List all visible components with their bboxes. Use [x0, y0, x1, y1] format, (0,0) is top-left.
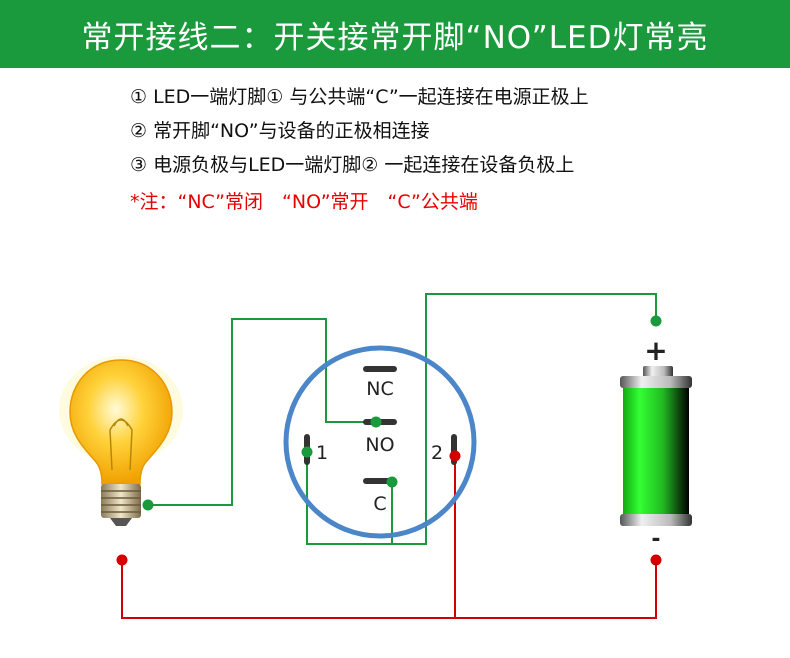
instruction-3: ③ 电源负极与LED一端灯脚② 一起连接在设备负极上 [130, 154, 575, 176]
instruction-list: ① LED一端灯脚① 与公共端“C”一起连接在电源正极上 ② 常开脚“NO”与设… [130, 80, 589, 220]
battery-plus-label: + [644, 334, 667, 367]
wire-negative-loop [121, 560, 657, 619]
bulb-tip [110, 518, 132, 526]
dot-battery-positive [650, 315, 662, 327]
note-text: *注：“NC”常闭 “NO”常开 “C”公共端 [130, 191, 478, 213]
wire-c-to-positive [391, 293, 657, 545]
battery-minus-label: - [651, 527, 660, 552]
bulb-base [101, 484, 141, 518]
pin1-label: 1 [316, 442, 328, 464]
switch: NC NO C 1 2 [283, 345, 477, 539]
instruction-1: ① LED一端灯脚① 与公共端“C”一起连接在电源正极上 [130, 86, 589, 108]
red-wires [121, 456, 657, 619]
nc-label: NC [366, 378, 393, 400]
pin2-label: 2 [431, 442, 443, 464]
battery-top-band [620, 376, 692, 388]
c-label: C [373, 493, 386, 515]
wire-bulb-to-no [148, 318, 376, 506]
switch-ring [283, 345, 477, 539]
dot-no [370, 416, 382, 428]
green-wires [148, 293, 657, 545]
dot-c [386, 476, 398, 488]
wire-pin1-loop [306, 452, 392, 545]
battery-body [623, 388, 689, 514]
light-bulb [59, 356, 183, 526]
dot-bulb-negative [116, 554, 128, 566]
dot-pin1 [301, 446, 313, 458]
battery-bottom-band [620, 514, 692, 526]
connection-dots [116, 315, 662, 566]
instruction-2: ② 常开脚“NO”与设备的正极相连接 [130, 120, 430, 142]
no-label: NO [365, 434, 394, 456]
bulb-filament [109, 418, 133, 471]
page-title: 常开接线二：开关接常开脚“NO”LED灯常亮 [0, 0, 790, 68]
bulb-glass [69, 359, 173, 485]
battery: + - [620, 334, 692, 552]
dot-pin2 [449, 450, 461, 462]
dot-bulb [142, 499, 154, 511]
dot-battery-negative [650, 554, 662, 566]
